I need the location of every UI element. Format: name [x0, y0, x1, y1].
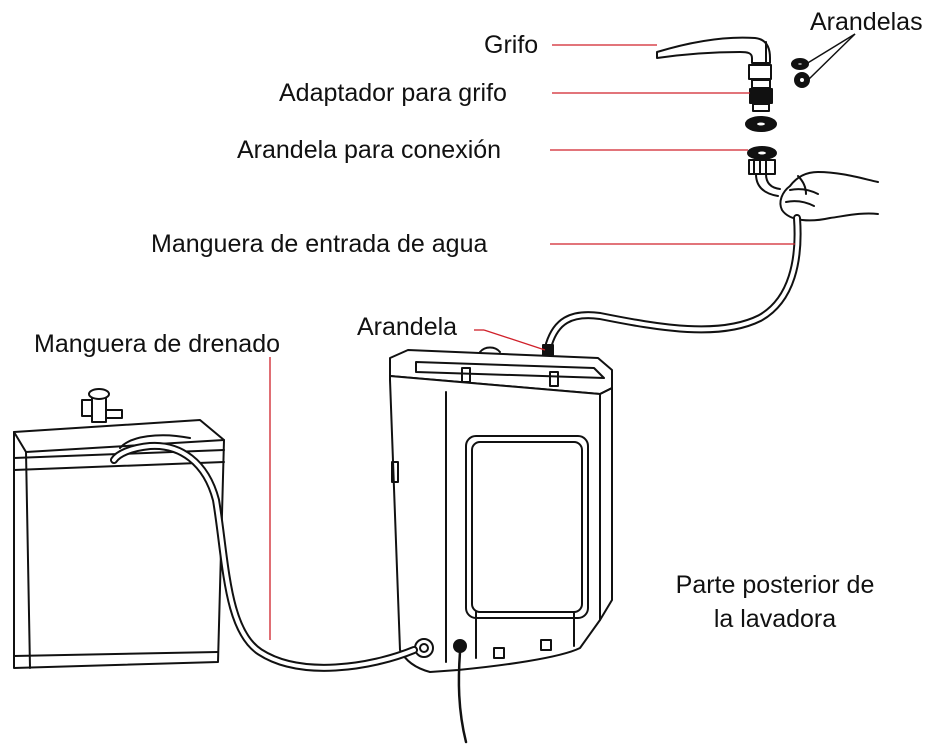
- drain-tub-drawing: [13, 388, 225, 669]
- washers-drawing: [745, 58, 810, 160]
- leader-lines: [269, 44, 795, 640]
- label-manguera-entrada: Manguera de entrada de agua: [151, 230, 488, 258]
- hand-drawing: [779, 171, 879, 222]
- label-manguera-drenado: Manguera de drenado: [34, 330, 281, 358]
- leader-arandela-b: [483, 329, 546, 351]
- note-line-1: Parte posterior de: [675, 571, 875, 599]
- label-arandela: Arandela: [357, 313, 458, 341]
- hose-connector-drawing: [748, 159, 781, 197]
- label-grifo: Grifo: [484, 31, 539, 59]
- arandelas-leaders: [805, 33, 856, 81]
- label-arandela-conexion: Arandela para conexión: [237, 136, 502, 164]
- note-line-2: la lavadora: [713, 604, 837, 633]
- leader-arandelas-b: [807, 33, 856, 81]
- leader-arandelas-a: [805, 33, 856, 65]
- faucet-drawing: [656, 36, 771, 64]
- back-of-washer-note: Parte posterior de la lavadora: [650, 569, 900, 637]
- tap-adapter-drawing: [748, 64, 773, 112]
- drain-hose-drawing: [110, 441, 418, 672]
- label-adaptador: Adaptador para grifo: [279, 79, 507, 107]
- washing-machine-drawing: [389, 344, 613, 744]
- inlet-hose-drawing: [545, 214, 802, 348]
- label-arandelas: Arandelas: [810, 8, 923, 36]
